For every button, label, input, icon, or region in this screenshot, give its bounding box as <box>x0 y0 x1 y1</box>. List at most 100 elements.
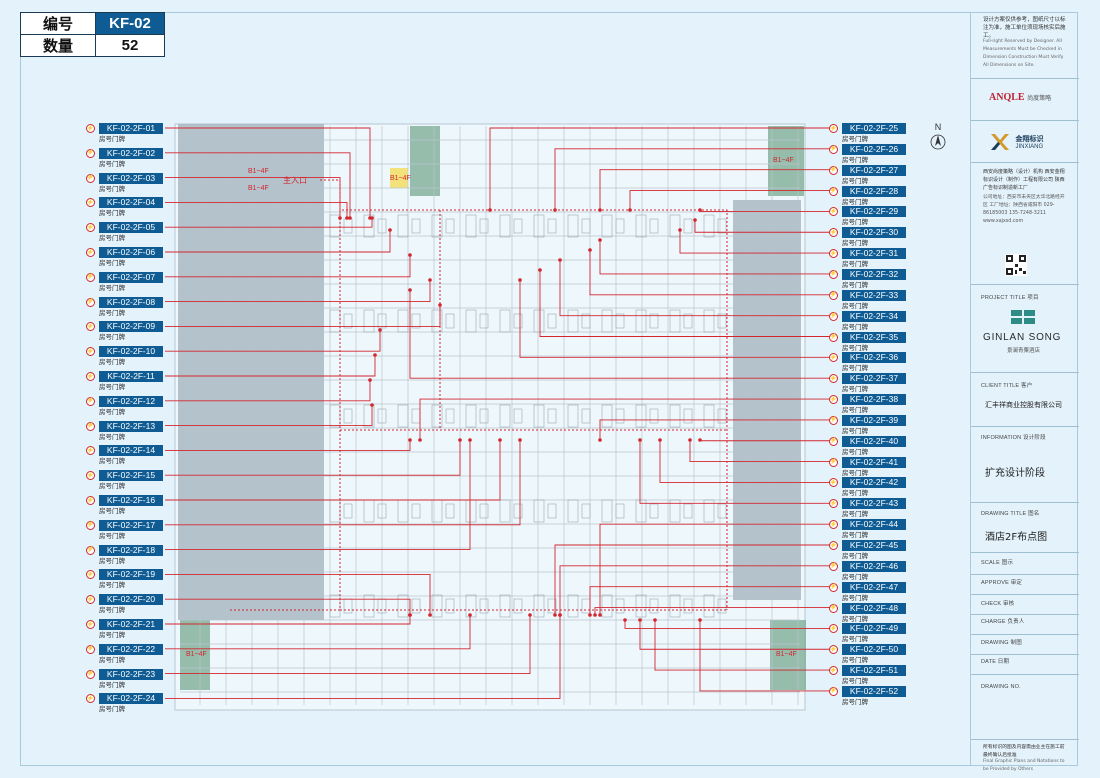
footer-en: Final Graphic Plans and Notations to be … <box>983 759 1065 772</box>
leader-line <box>419 398 836 440</box>
divider <box>971 78 1079 79</box>
jinxiang-cn: 金翔标识 <box>1015 135 1044 143</box>
sign-marker-icon: ⚡ <box>86 347 95 357</box>
leader-line <box>165 201 348 218</box>
sign-marker-icon: ⚡ <box>829 666 838 676</box>
sign-code: KF-02-2F-06 <box>99 247 163 258</box>
sign-point <box>538 268 542 272</box>
sign-marker-icon: ⚡ <box>829 686 838 696</box>
charge-label: CHARGE 负责人 <box>981 619 1025 625</box>
leader-line <box>654 620 836 671</box>
sign-type: 房号门牌 <box>842 531 868 540</box>
sign-label-bar: ⚡KF-02-2F-47 <box>829 581 906 593</box>
leader-line <box>165 440 411 451</box>
b14f-label-4: B1~4F <box>773 157 794 164</box>
sign-label-bar: ⚡KF-02-2F-09 <box>86 321 163 333</box>
sign-point <box>488 208 492 212</box>
sign-code: KF-02-2F-10 <box>99 346 163 358</box>
sign-point <box>638 438 642 442</box>
green-core <box>180 620 210 690</box>
client-label: CLIENT TITLE 客户 <box>981 383 1033 389</box>
sign-code: KF-02-2F-38 <box>842 394 906 406</box>
sign-code: KF-02-2F-18 <box>99 544 163 556</box>
sign-type: 房号门牌 <box>99 259 125 267</box>
sign-label-bar: ⚡KF-02-2F-28 <box>829 185 906 197</box>
jinxiang-en: JINXIANG <box>1015 144 1044 150</box>
sign-type: 房号门牌 <box>842 155 868 164</box>
anqle-logo: ANQLE 尚度策略 <box>989 92 1051 103</box>
sign-label-bar: ⚡KF-02-2F-49 <box>829 623 906 635</box>
sign-code: KF-02-2F-30 <box>842 227 906 239</box>
sign-label-bar: ⚡KF-02-2F-12 <box>86 395 163 407</box>
leader-lines <box>165 127 836 699</box>
sign-label-bar: ⚡KF-02-2F-46 <box>829 560 906 572</box>
sign-label-bar: ⚡KF-02-2F-15 <box>86 470 163 482</box>
leader-line <box>694 220 836 233</box>
quantity-value: 52 <box>95 34 165 57</box>
leader-line <box>165 598 411 615</box>
sign-code: KF-02-2F-36 <box>842 352 906 364</box>
leader-line <box>165 280 431 303</box>
b14f-label-6: B1~4F <box>776 651 797 658</box>
sign-marker-icon: ⚡ <box>86 446 95 456</box>
leader-line <box>165 440 461 476</box>
sign-marker-icon: ⚡ <box>86 198 95 208</box>
sign-type: 房号门牌 <box>842 635 868 644</box>
leader-line <box>165 440 521 526</box>
sign-type: 房号门牌 <box>99 383 125 391</box>
sign-code: KF-02-2F-11 <box>99 371 163 382</box>
project-title-label: PROJECT TITLE 项目 <box>981 295 1039 301</box>
sign-point <box>593 613 597 617</box>
drawing-frame <box>20 12 1078 766</box>
sign-point <box>698 438 702 442</box>
sign-label-bar: ⚡KF-02-2F-14 <box>86 445 163 457</box>
leader-line <box>165 615 531 675</box>
sign-type: 房号门牌 <box>99 581 125 590</box>
sign-label-bar: ⚡KF-02-2F-35 <box>829 331 906 343</box>
sign-type: 房号门牌 <box>842 489 868 498</box>
sign-marker-icon: ⚡ <box>829 249 838 259</box>
sign-type: 房号门牌 <box>99 680 125 689</box>
leader-line <box>165 152 351 218</box>
sign-code: KF-02-2F-19 <box>99 569 163 581</box>
divider <box>971 372 1079 373</box>
leader-line <box>165 573 431 615</box>
leader-line <box>599 169 836 210</box>
sign-marker-icon: ⚡ <box>86 148 95 158</box>
sign-marker-icon: ⚡ <box>829 436 838 446</box>
sign-type: 房号门牌 <box>99 234 125 243</box>
divider <box>971 594 1079 595</box>
sign-point <box>678 228 682 232</box>
sign-code: KF-02-2F-27 <box>842 164 906 176</box>
sign-code: KF-02-2F-21 <box>99 619 163 630</box>
sign-point <box>428 278 432 282</box>
leader-line <box>165 615 411 625</box>
sign-label-bar: ⚡ KF-02-2F-06 <box>86 247 163 258</box>
sign-code: KF-02-2F-03 <box>99 172 163 184</box>
sign-code: KF-02-2F-01 <box>99 123 163 134</box>
sign-label-bar: ⚡KF-02-2F-04 <box>86 197 163 209</box>
sign-marker-icon: ⚡ <box>829 478 838 488</box>
sign-label-bar: ⚡KF-02-2F-24 <box>86 693 163 705</box>
leader-line <box>165 380 371 402</box>
sign-type: 房号门牌 <box>99 482 125 491</box>
leader-line <box>165 440 471 551</box>
sign-marker-icon: ⚡ <box>86 248 95 257</box>
b14f-label-2: B1~4F <box>248 185 269 192</box>
sign-code: KF-02-2F-43 <box>842 498 906 510</box>
sign-marker-icon: ⚡ <box>86 496 95 505</box>
